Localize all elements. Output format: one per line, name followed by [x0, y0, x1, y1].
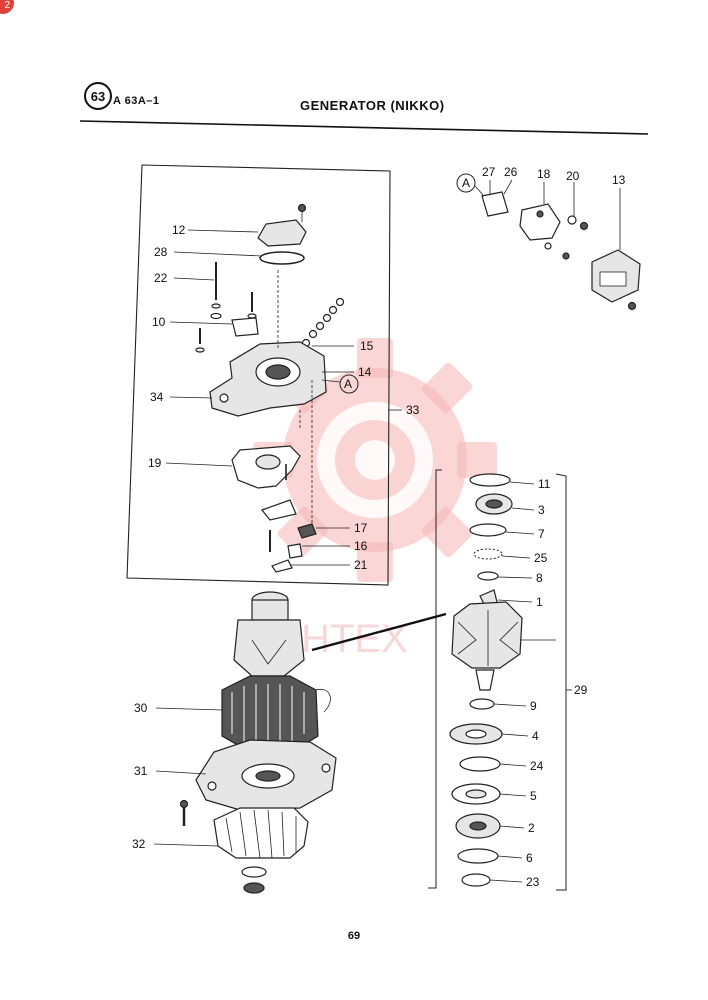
callout-9: 9 — [530, 699, 537, 713]
assembly-link-line — [311, 612, 447, 652]
callout-11: 11 — [538, 477, 551, 491]
washer-set-15 — [301, 297, 345, 348]
callout-6: 6 — [526, 851, 533, 865]
washer-6 — [457, 848, 499, 864]
callout-28: 28 — [154, 245, 168, 259]
callout-2: 2 — [528, 821, 535, 835]
callout-33: 33 — [406, 403, 420, 417]
fan-32 — [213, 807, 309, 859]
o-ring-28 — [259, 251, 305, 265]
callout-marker-a: A — [339, 374, 359, 394]
callout-7: 7 — [538, 527, 545, 541]
washer-11 — [469, 473, 511, 487]
callout-10: 10 — [152, 315, 166, 329]
callout-3: 3 — [538, 503, 545, 517]
callout-29: 29 — [574, 683, 588, 697]
svg-text:A: A — [462, 176, 470, 190]
terminal-21 — [271, 559, 293, 573]
callout-34: 34 — [150, 390, 164, 404]
callout-22: 22 — [154, 271, 168, 285]
callout-21: 21 — [354, 558, 368, 572]
washer-7 — [469, 523, 507, 537]
section-number: 63 — [84, 82, 112, 110]
callout-25: 25 — [534, 551, 548, 565]
bracket-10 — [231, 317, 259, 337]
terminal-16 — [287, 543, 303, 559]
stator-30 — [221, 675, 319, 753]
callout-16: 16 — [354, 539, 368, 553]
washer-9 — [469, 698, 495, 710]
callout-31: 31 — [134, 764, 148, 778]
ring-25 — [473, 548, 503, 560]
callout-14: 14 — [358, 365, 372, 379]
ring-23 — [461, 873, 491, 887]
callout-27: 27 — [482, 165, 496, 179]
regulator-group: A — [456, 173, 641, 311]
callout-26: 26 — [504, 165, 518, 179]
callout-18: 18 — [537, 167, 551, 181]
callout-23: 23 — [526, 875, 540, 889]
callout-17: 17 — [354, 521, 368, 535]
callout-1: 1 — [536, 595, 543, 609]
brush-holder-27-26 — [481, 191, 509, 217]
callout-4: 4 — [532, 729, 539, 743]
callout-24: 24 — [530, 759, 544, 773]
spacer-8 — [477, 571, 499, 581]
terminal-17 — [297, 523, 317, 539]
callout-19: 19 — [148, 456, 162, 470]
callout-labels: 12 28 22 10 15 14 A 34 33 19 17 16 21 27… — [132, 165, 626, 889]
callout-13: 13 — [612, 173, 626, 187]
brush-holder-18 — [519, 203, 561, 241]
rotor-assembly-top — [233, 619, 305, 677]
header-rule — [79, 120, 649, 135]
rotor-poles — [451, 601, 523, 669]
page-title: GENERATOR (NIKKO) — [300, 98, 445, 113]
page-number: 69 — [347, 930, 361, 942]
svg-text:A: A — [344, 377, 352, 391]
callout-30: 30 — [134, 701, 148, 715]
main-assembly — [179, 591, 337, 894]
assembly-frame-33 — [126, 164, 391, 586]
callout-5: 5 — [530, 789, 537, 803]
callout-20: 20 — [566, 169, 580, 183]
end-cover-12 — [257, 219, 307, 247]
seal-24 — [459, 756, 501, 772]
leader-lines — [153, 179, 621, 883]
callout-15: 15 — [360, 339, 374, 353]
figure-code: A 63A–1 — [113, 95, 160, 107]
callout-8: 8 — [536, 571, 543, 585]
corner-badge: 2 — [0, 0, 14, 14]
callout-32: 32 — [132, 837, 146, 851]
callout-12: 12 — [172, 223, 186, 237]
upper-housing-group — [195, 203, 345, 573]
